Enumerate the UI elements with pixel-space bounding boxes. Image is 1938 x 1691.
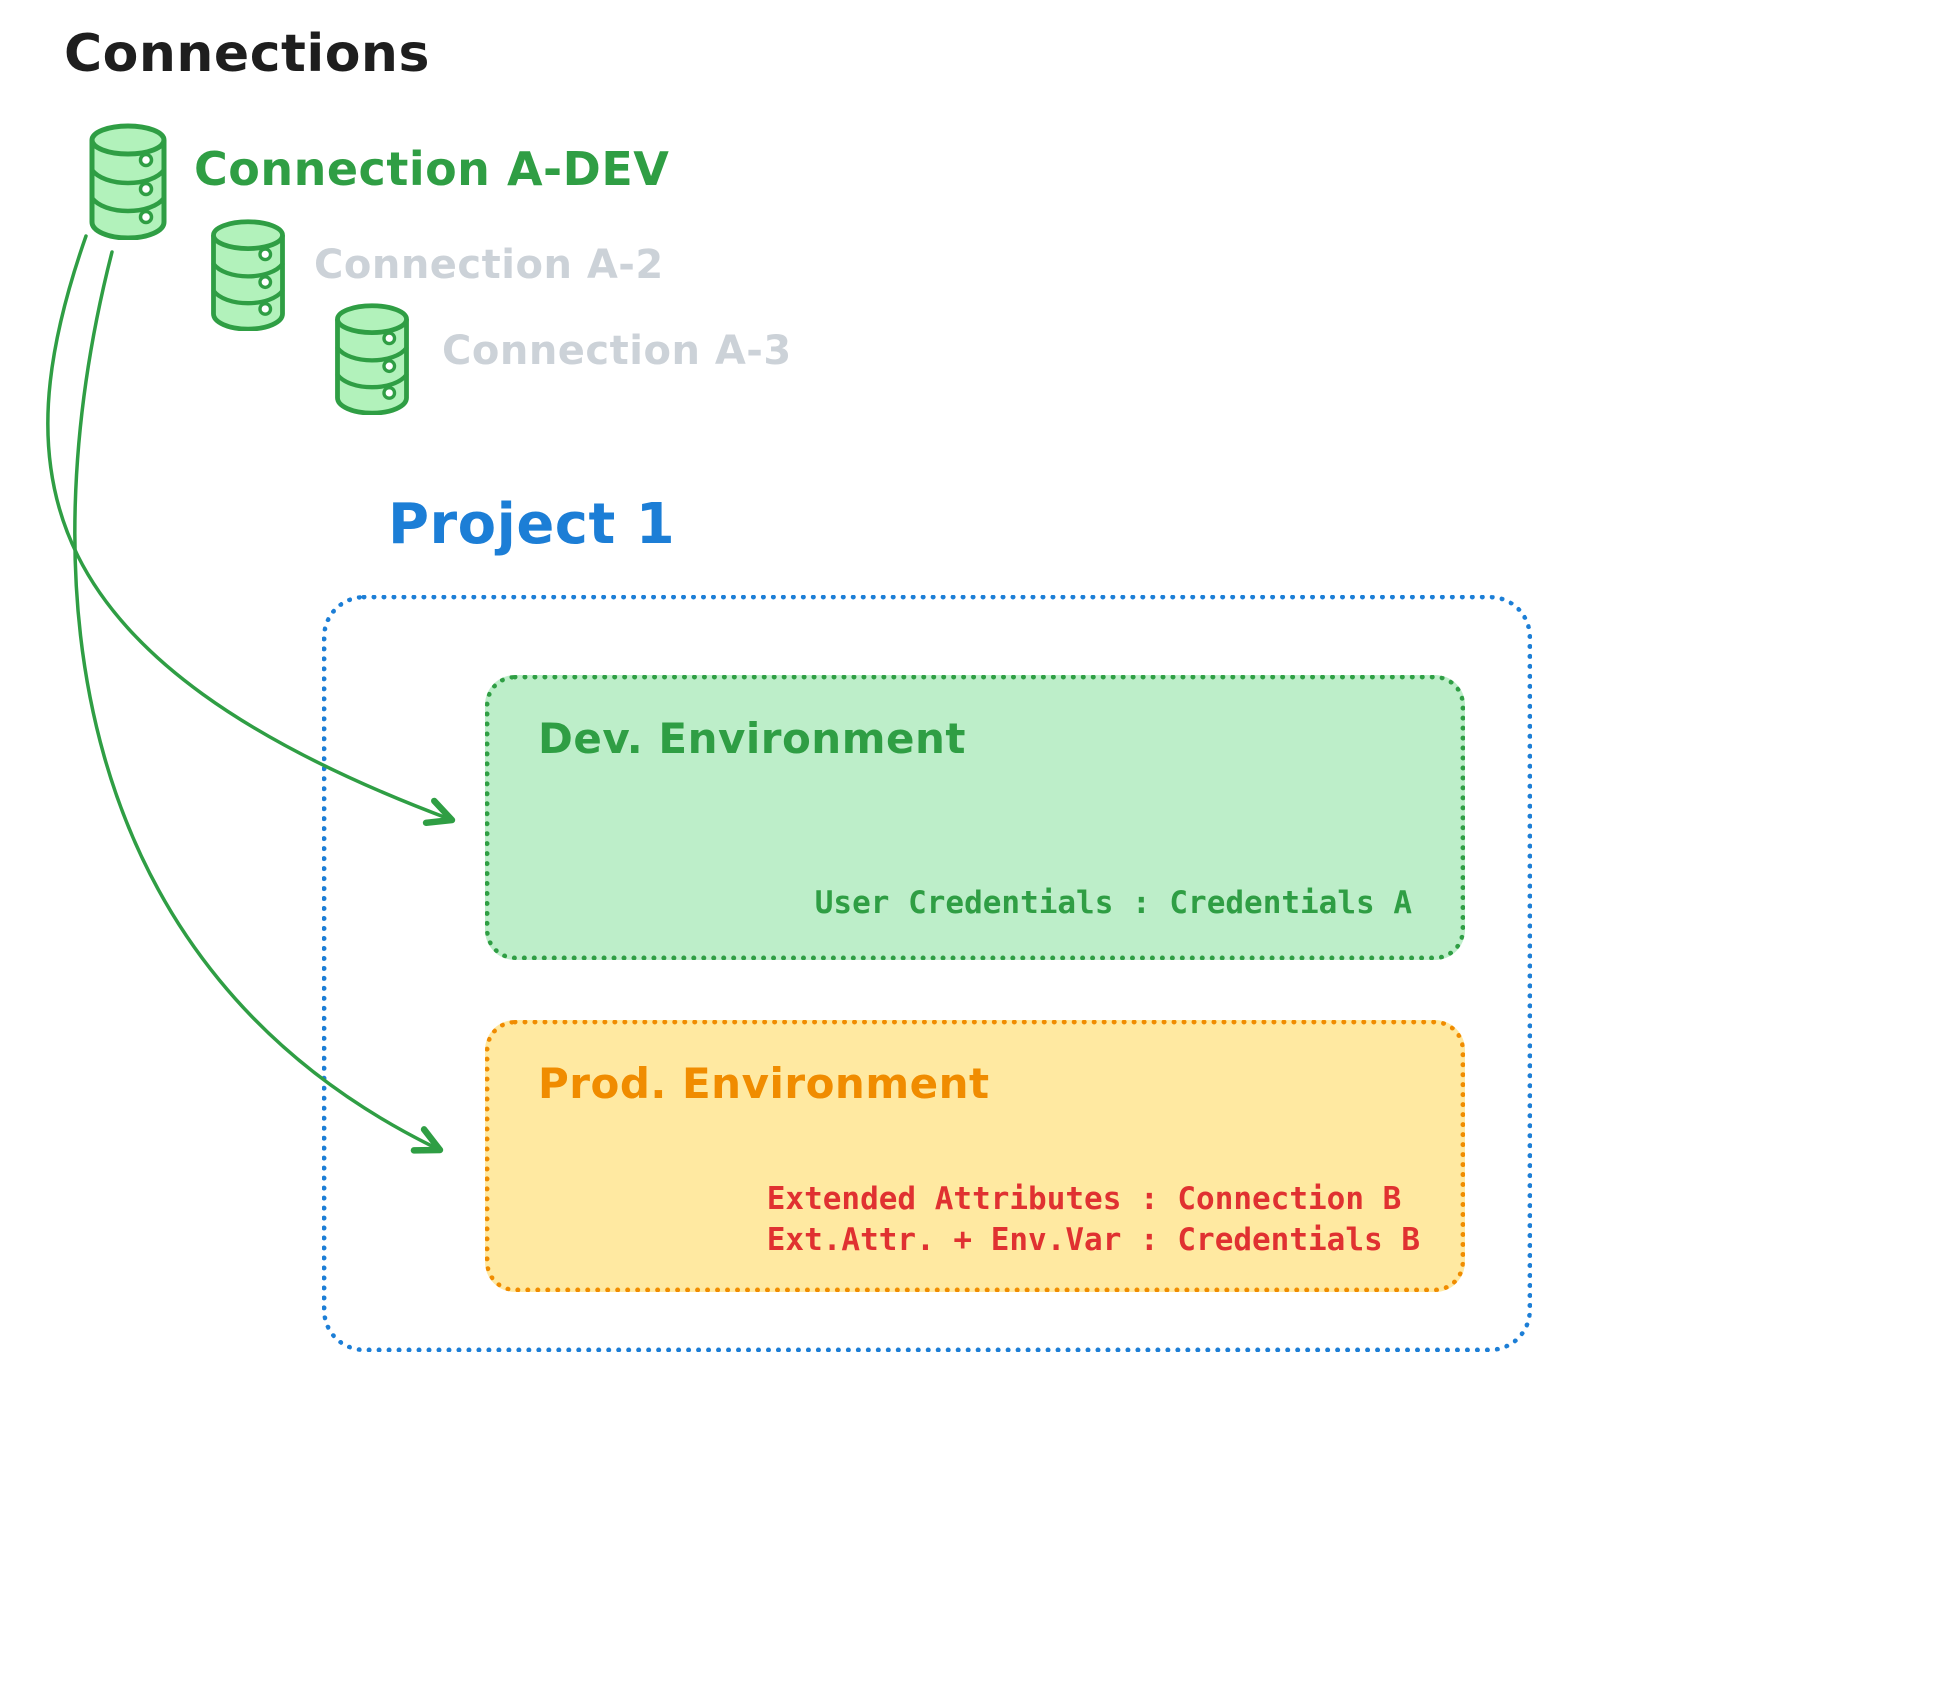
prod-environment-box: Prod. Environment Extended Attributes : … [485,1020,1465,1292]
database-icon-connection-a-dev [89,123,167,240]
prod-ext-attr-env-var-line: Ext.Attr. + Env.Var : Credentials B [766,1222,1420,1259]
project-title: Project 1 [388,492,676,557]
dev-environment-box: Dev. Environment User Credentials : Cred… [485,675,1465,960]
prod-environment-credentials-text: Extended Attributes : Connection B Ext.A… [767,1179,1420,1261]
dev-environment-title: Dev. Environment [538,714,966,763]
database-icon-connection-a-3 [335,303,409,415]
prod-environment-title: Prod. Environment [538,1059,990,1108]
connection-a-dev-label: Connection A-DEV [194,142,670,196]
dev-environment-credentials-text: User Credentials : Credentials A [814,885,1412,921]
diagram-title: Connections [64,24,430,84]
connection-a-2-label: Connection A-2 [314,242,664,288]
prod-extended-attributes-line: Extended Attributes : Connection B [766,1181,1402,1218]
connection-a-3-label: Connection A-3 [442,328,792,374]
database-icon-connection-a-2 [211,219,285,331]
